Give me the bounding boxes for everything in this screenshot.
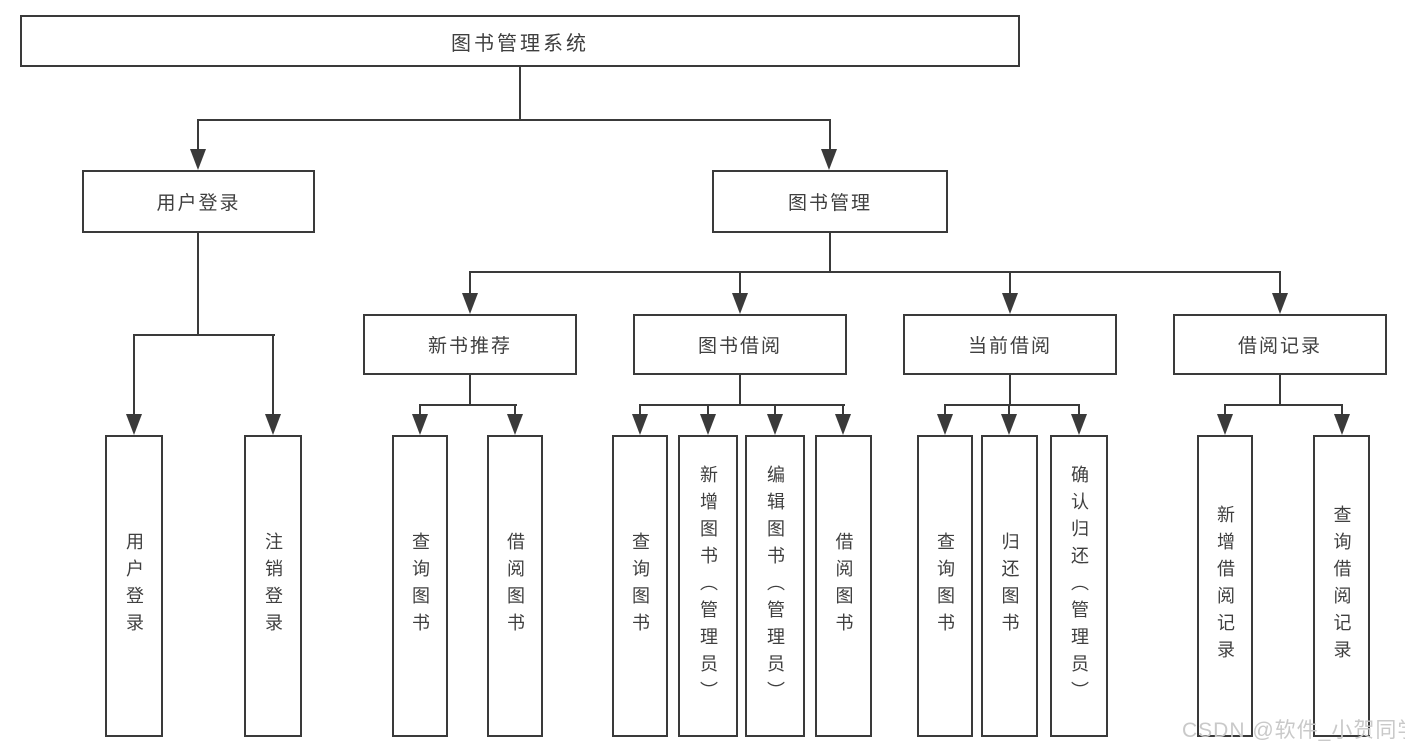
node-new-book-recommendation-label: 新书推荐 — [427, 336, 512, 357]
leaf-user-login: 用户登录 — [105, 435, 163, 737]
arrow-down-icon — [767, 414, 783, 435]
arrow-down-icon — [700, 414, 716, 435]
leaf-return-books-label: 归还图书 — [999, 532, 1020, 640]
connector-line — [774, 404, 776, 415]
connector-line — [272, 334, 274, 415]
connector-line — [514, 404, 516, 415]
node-borrowing-records: 借阅记录 — [1173, 314, 1387, 375]
node-book-borrowing: 图书借阅 — [633, 314, 847, 375]
arrow-down-icon — [835, 414, 851, 435]
leaf-query-books-borrowing-label: 查询图书 — [630, 532, 650, 640]
arrow-down-icon — [1217, 414, 1233, 435]
connector-line — [1279, 375, 1281, 406]
arrow-down-icon — [937, 414, 953, 435]
connector-line — [842, 404, 844, 415]
leaf-borrow-books-borrowing: 借阅图书 — [815, 435, 872, 737]
connector-line — [1279, 271, 1281, 294]
arrow-down-icon — [1071, 414, 1087, 435]
leaf-query-books-recommend: 查询图书 — [392, 435, 448, 737]
connector-line — [1341, 404, 1343, 415]
leaf-return-books: 归还图书 — [981, 435, 1038, 737]
node-current-borrowing-label: 当前借阅 — [967, 336, 1052, 357]
leaf-edit-books-admin-label: 编辑图书（管理员） — [765, 464, 785, 708]
connector-line — [133, 334, 275, 336]
leaf-query-borrow-record-label: 查询借阅记录 — [1331, 505, 1352, 667]
arrow-down-icon — [190, 149, 206, 170]
connector-line — [469, 375, 471, 406]
arrow-down-icon — [1001, 414, 1017, 435]
leaf-query-borrow-record: 查询借阅记录 — [1313, 435, 1370, 737]
leaf-logout: 注销登录 — [244, 435, 302, 737]
connector-line — [133, 334, 135, 415]
leaf-edit-books-admin: 编辑图书（管理员） — [745, 435, 805, 737]
arrow-down-icon — [265, 414, 281, 435]
leaf-logout-label: 注销登录 — [263, 532, 283, 640]
connector-line — [1224, 404, 1343, 406]
node-book-borrowing-label: 图书借阅 — [697, 336, 782, 357]
node-current-borrowing: 当前借阅 — [903, 314, 1117, 375]
node-root-label: 图书管理系统 — [451, 32, 589, 55]
node-book-management-label: 图书管理 — [787, 193, 872, 214]
leaf-borrow-books-recommend-label: 借阅图书 — [505, 532, 525, 640]
arrow-down-icon — [126, 414, 142, 435]
leaf-confirm-return-admin: 确认归还（管理员） — [1050, 435, 1108, 737]
connector-line — [469, 271, 1281, 273]
connector-line — [639, 404, 641, 415]
node-user-login-label: 用户登录 — [156, 193, 241, 214]
leaf-query-books-borrowing: 查询图书 — [612, 435, 668, 737]
arrow-down-icon — [632, 414, 648, 435]
connector-line — [1008, 404, 1010, 415]
connector-line — [419, 404, 517, 406]
arrow-down-icon — [1002, 293, 1018, 314]
connector-line — [469, 271, 471, 294]
leaf-add-books-admin-label: 新增图书（管理员） — [698, 464, 718, 708]
connector-line — [739, 375, 741, 406]
connector-line — [197, 119, 199, 150]
leaf-user-login-label: 用户登录 — [124, 532, 144, 640]
node-borrowing-records-label: 借阅记录 — [1237, 336, 1322, 357]
leaf-add-borrow-record: 新增借阅记录 — [1197, 435, 1253, 737]
connector-line — [419, 404, 421, 415]
arrow-down-icon — [1334, 414, 1350, 435]
leaf-add-books-admin: 新增图书（管理员） — [678, 435, 738, 737]
leaf-query-books-recommend-label: 查询图书 — [410, 532, 430, 640]
connector-line — [1009, 271, 1011, 294]
arrow-down-icon — [732, 293, 748, 314]
leaf-query-books-current-label: 查询图书 — [935, 532, 955, 640]
connector-line — [739, 271, 741, 294]
connector-line — [1078, 404, 1080, 415]
arrow-down-icon — [1272, 293, 1288, 314]
leaf-borrow-books-recommend: 借阅图书 — [487, 435, 543, 737]
arrow-down-icon — [507, 414, 523, 435]
arrow-down-icon — [821, 149, 837, 170]
connector-line — [639, 404, 845, 406]
connector-line — [1224, 404, 1226, 415]
connector-line — [1009, 375, 1011, 406]
connector-line — [944, 404, 946, 415]
arrow-down-icon — [462, 293, 478, 314]
leaf-confirm-return-admin-label: 确认归还（管理员） — [1069, 464, 1089, 708]
connector-line — [519, 67, 521, 120]
connector-line — [707, 404, 709, 415]
connector-line — [197, 233, 199, 336]
leaf-add-borrow-record-label: 新增借阅记录 — [1215, 505, 1235, 667]
connector-line — [829, 233, 831, 273]
node-root: 图书管理系统 — [20, 15, 1020, 67]
arrow-down-icon — [412, 414, 428, 435]
connector-line — [197, 119, 831, 121]
leaf-borrow-books-borrowing-label: 借阅图书 — [833, 532, 854, 640]
leaf-query-books-current: 查询图书 — [917, 435, 973, 737]
node-user-login: 用户登录 — [82, 170, 315, 233]
watermark: CSDN @软件_小贺同学 — [1182, 719, 1405, 742]
node-book-management: 图书管理 — [712, 170, 948, 233]
connector-line — [829, 119, 831, 150]
node-new-book-recommendation: 新书推荐 — [363, 314, 577, 375]
connector-line — [944, 404, 1080, 406]
